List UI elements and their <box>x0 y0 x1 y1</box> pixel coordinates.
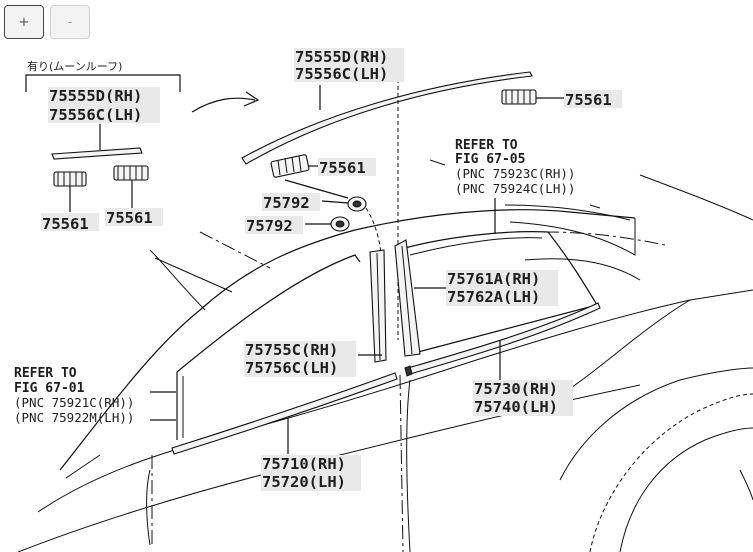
car-body-outline <box>17 159 753 552</box>
rear-belt-molding-label-rh: 75730(RH) <box>474 380 558 398</box>
lower-ref-pnc-lh: (PNC 75922M(LH)) <box>14 410 134 425</box>
zoom-out-button[interactable]: - <box>50 5 90 39</box>
moonroof-note: 有り(ムーンルーフ) <box>27 59 122 73</box>
clip-d-label: 75561 <box>565 91 612 109</box>
clip-a-label: 75561 <box>42 215 89 233</box>
moonroof-bracket <box>25 74 181 92</box>
front-pillar-garnish-label-rh: 75755C(RH) <box>245 341 338 359</box>
lower-ref-fig: FIG 67-01 <box>14 381 85 396</box>
clip-b-diagram <box>113 165 149 208</box>
upper-ref-fig: FIG 67-05 <box>455 152 525 167</box>
roof-molding-left-diagram <box>51 124 143 160</box>
clip-c-diagram <box>270 154 320 178</box>
rear-belt-molding-label-lh: 75740(LH) <box>474 398 558 416</box>
rear-pillar-garnish-label-rh: 75761A(RH) <box>447 270 540 288</box>
front-belt-molding-diagram <box>171 372 398 455</box>
upper-ref-pnc-lh: (PNC 75924C(LH)) <box>455 181 575 196</box>
plug-2-diagram <box>305 216 350 232</box>
roof-molding-right-label-lh: 75556C(LH) <box>295 65 388 83</box>
front-pillar-garnish-diagram <box>369 249 387 363</box>
rear-pillar-garnish-label-lh: 75762A(LH) <box>447 288 540 306</box>
plug-1-diagram <box>284 179 367 212</box>
roof-molding-right-label-rh: 75555D(RH) <box>295 48 388 66</box>
front-belt-molding-label-rh: 75710(RH) <box>262 455 346 473</box>
upper-ref-pnc-rh: (PNC 75923C(RH)) <box>455 166 575 181</box>
clip-b-label: 75561 <box>106 209 153 227</box>
plug-2-label: 75792 <box>246 217 293 235</box>
upper-ref-title: REFER TO <box>455 138 518 153</box>
front-pillar-garnish-label-lh: 75756C(LH) <box>245 359 338 377</box>
rear-belt-molding-diagram <box>404 302 601 380</box>
roof-molding-right-diagram <box>241 71 533 165</box>
clip-c-label: 75561 <box>319 159 366 177</box>
roof-molding-left-label-lh: 75556C(LH) <box>49 106 142 124</box>
rear-pillar-garnish-diagram <box>394 239 448 357</box>
clip-a-diagram <box>53 171 87 212</box>
lower-ref-title: REFER TO <box>14 366 77 381</box>
zoom-in-button[interactable]: + <box>4 5 44 39</box>
direction-arrow <box>191 97 256 113</box>
front-belt-molding-label-lh: 75720(LH) <box>262 473 346 491</box>
clip-d-diagram <box>501 89 565 105</box>
roof-molding-left-label-rh: 75555D(RH) <box>49 87 142 105</box>
plug-1-label: 75792 <box>263 194 310 212</box>
lower-ref-pnc-rh: (PNC 75921C(RH)) <box>14 395 134 410</box>
